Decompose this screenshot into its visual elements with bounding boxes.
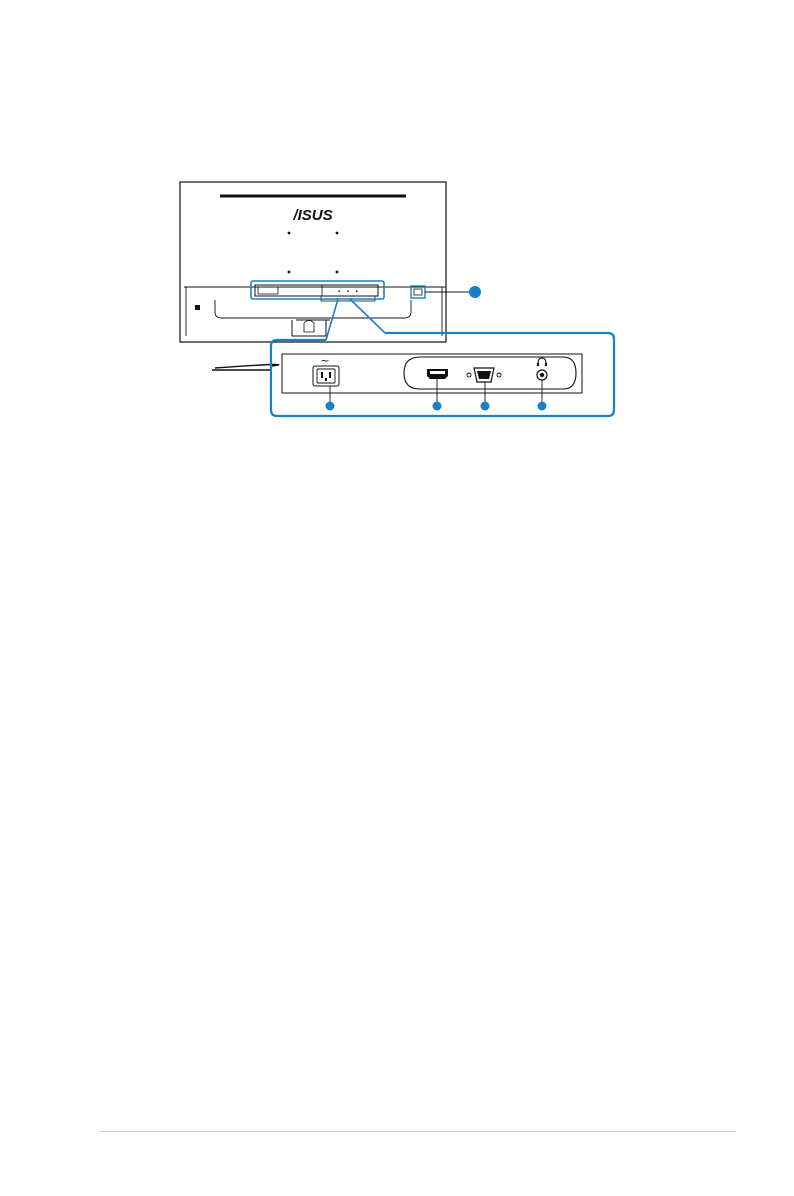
stand-base [212, 364, 279, 370]
monitor-rear-ports-figure: /ISUS ▪ ▪ ▪ ~ [0, 0, 794, 440]
ac-symbol: ~ [320, 354, 329, 367]
footer-rule [100, 1131, 736, 1132]
lock-slot-small [195, 305, 200, 310]
zoomed-port-panel: ~ [282, 354, 582, 406]
kensington-lock-callout-dot [469, 286, 481, 298]
monitor-back-illustration: /ISUS ▪ ▪ ▪ [180, 182, 446, 370]
vesa-screw-hole [336, 232, 339, 235]
vesa-screw-hole [336, 271, 339, 274]
hdmi-port-icon [427, 369, 448, 379]
vesa-screw-hole [288, 271, 291, 274]
earphone-jack-callout-dot [538, 402, 547, 411]
brand-logo: /ISUS [292, 207, 332, 224]
rear-port-marks: ▪ ▪ ▪ [338, 289, 358, 295]
vesa-screw-hole [288, 232, 291, 235]
hdmi-port-callout-dot [433, 402, 442, 411]
vga-port-callout-dot [481, 402, 490, 411]
ac-power-in-callout-dot [326, 402, 335, 411]
